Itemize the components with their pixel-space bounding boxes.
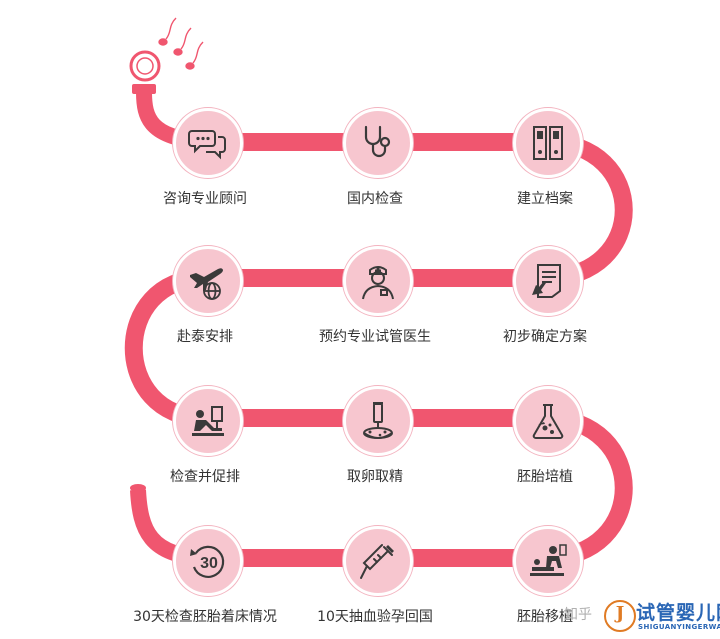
step-label: 胚胎培植 xyxy=(517,469,573,485)
watermark: 知乎 J 试管婴儿网 SHIGUANYINGERWANG xyxy=(560,596,720,636)
step-embryo-culture xyxy=(513,386,583,456)
step-exam-stimulation xyxy=(173,386,243,456)
stethoscope-icon xyxy=(364,125,391,158)
path-turn-2 xyxy=(124,269,206,427)
step-label: 预约专业试管医生 xyxy=(319,329,431,345)
step-consult xyxy=(173,108,243,178)
flask-icon xyxy=(532,404,564,439)
step-label: 初步确定方案 xyxy=(503,329,587,345)
step-egg-retrieval xyxy=(343,386,413,456)
step-label: 咨询专业顾问 xyxy=(163,191,247,207)
speech-bubbles-icon xyxy=(188,130,226,160)
zhihu-watermark: 知乎 xyxy=(564,607,592,623)
step-label: 30天检查胚胎着床情况 xyxy=(133,609,277,625)
step-label: 胚胎移植 xyxy=(517,609,573,625)
thirty-days-icon: 30 xyxy=(190,545,225,578)
step-initial-plan xyxy=(513,246,583,316)
step-embryo-transfer xyxy=(513,526,583,596)
step-build-file xyxy=(513,108,583,178)
document-sign-icon xyxy=(532,264,561,298)
site-name: 试管婴儿网 xyxy=(636,602,720,624)
step-blood-test xyxy=(343,526,413,596)
step-label: 10天抽血验孕回国 xyxy=(317,609,433,625)
binders-icon xyxy=(533,126,563,160)
step-label: 检查并促排 xyxy=(170,469,240,485)
doctor-icon xyxy=(362,266,394,300)
step-30-day-check: 30 xyxy=(173,526,243,596)
site-logo-icon: J xyxy=(604,600,636,632)
examination-icon xyxy=(192,406,224,436)
path-end-cap xyxy=(130,484,146,492)
step-label: 取卵取精 xyxy=(347,469,403,485)
airplane-globe-icon xyxy=(190,268,223,300)
step-label: 建立档案 xyxy=(517,191,573,207)
syringe-dish-icon xyxy=(363,402,393,439)
syringe-icon xyxy=(360,544,394,579)
step-book-doctor xyxy=(343,246,413,316)
sperm-bulb-icon xyxy=(129,17,204,94)
step-thailand-arrange xyxy=(173,246,243,316)
transfer-icon xyxy=(530,544,567,576)
step-domestic-check xyxy=(343,108,413,178)
thirty-text: 30 xyxy=(200,555,218,572)
site-pinyin: SHIGUANYINGERWANG xyxy=(638,623,720,631)
step-label: 国内检查 xyxy=(347,191,403,207)
step-label: 赴泰安排 xyxy=(177,329,233,345)
